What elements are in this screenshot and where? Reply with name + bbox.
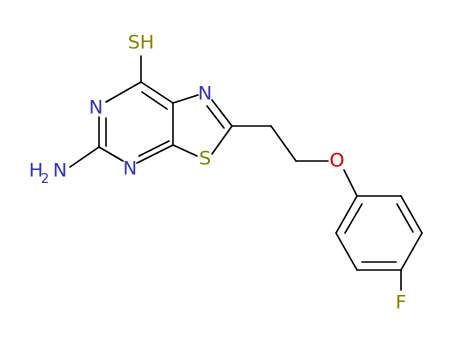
bond-ar5-ar6: [335, 232, 358, 271]
bond-ar3-ar4: [400, 232, 423, 271]
bond-ar6-ar1-inner: [344, 203, 363, 234]
amine-h-label: H: [29, 160, 43, 182]
fluorine-label: F: [396, 292, 407, 314]
bond-c7a-c7: [140, 81, 174, 104]
atom-labels: SH N N N S H 2 N O F: [29, 32, 407, 314]
bond-c2-s: [211, 125, 233, 155]
bond-c5-n4: [98, 146, 124, 162]
bond-c5-nh2: [69, 146, 100, 168]
thiazole-n-label: N: [198, 83, 212, 105]
bond-n1-c2-inner: [206, 105, 225, 129]
bond-ar2-ar3: [400, 195, 423, 234]
thiol-label: SH: [128, 32, 154, 54]
bond-ar2-ar3-inner: [396, 203, 414, 233]
bond-c7a-c7-inner: [141, 91, 168, 110]
amine-h-subscript: 2: [41, 172, 49, 187]
ether-o-label: O: [330, 150, 345, 172]
bond-c7-n6: [105, 81, 142, 103]
pyrimidine-n-lower-label: N: [123, 158, 137, 180]
bond-ar6-ar1: [335, 195, 358, 234]
bond-o-ar: [343, 169, 358, 197]
pyrimidine-n-upper-label: N: [89, 97, 103, 119]
thiazole-s-label: S: [199, 148, 211, 170]
bond-s-c3a: [172, 144, 198, 157]
bond-c7a-n1: [172, 94, 199, 104]
amine-n-label: N: [53, 160, 67, 182]
bond-n4-c3a-inner: [138, 140, 170, 157]
bond-ch2a-ch2b: [270, 125, 297, 162]
bond-n1-c2: [211, 99, 233, 127]
bond-n4-c3a: [136, 144, 174, 164]
bonds: [69, 55, 423, 291]
